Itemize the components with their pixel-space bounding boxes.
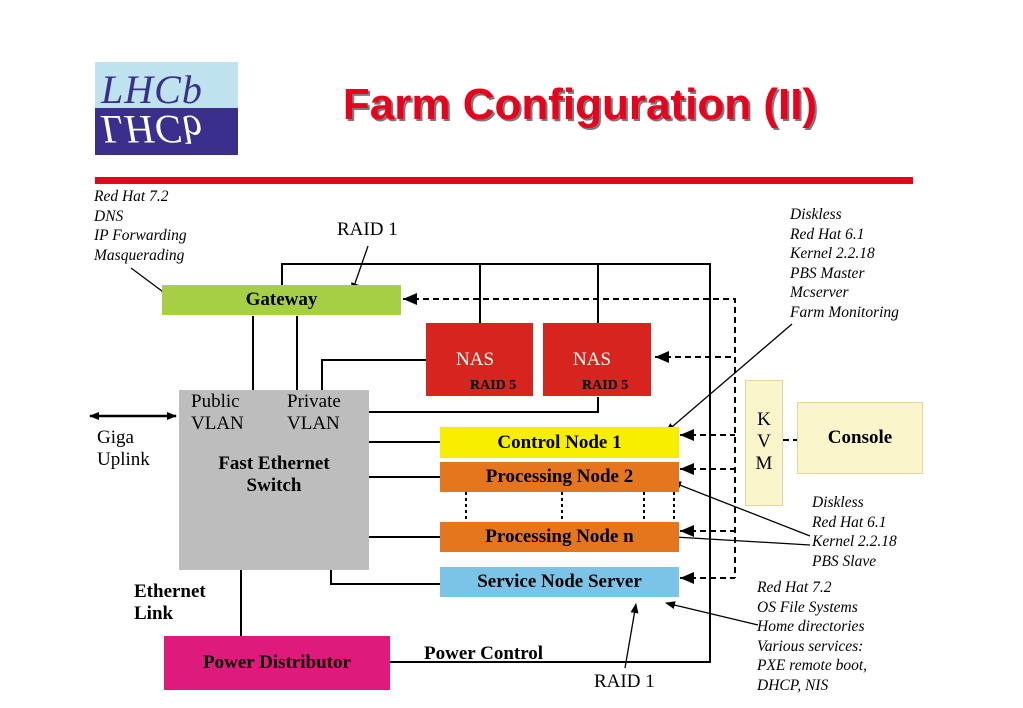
service-node-box: Service Node Server (440, 567, 679, 597)
gateway-box: Gateway (162, 285, 401, 315)
nas-2-raid-label: RAID 5 (582, 378, 629, 393)
switch-name-label: Fast Ethernet Switch (218, 453, 330, 496)
control-node-box: Control Node 1 (440, 427, 679, 458)
giga-uplink-label: Giga Uplink (97, 427, 150, 470)
private-vlan-label: Private VLAN (287, 391, 341, 434)
power-control-label: Power Control (424, 643, 544, 664)
nas-box-2: NAS RAID 5 (543, 323, 651, 396)
title-divider (95, 177, 913, 184)
page-title: Farm Configuration (II) (342, 80, 818, 129)
logo-text: LHCb (101, 67, 203, 112)
service-node-label: Service Node Server (477, 571, 642, 592)
kvm-box: K V M (745, 380, 783, 506)
ethernet-link-label: Ethernet Link (134, 581, 206, 624)
logo-bottom-band (95, 108, 238, 155)
lhcb-logo: LHCb LHCb (95, 62, 238, 155)
console-box: Console (797, 402, 923, 474)
nas-1-raid-label: RAID 5 (470, 378, 517, 393)
processing-node-n-box: Processing Node n (440, 522, 679, 552)
control-node-os-note: Diskless Red Hat 6.1 Kernel 2.2.18 PBS M… (790, 206, 899, 321)
gateway-os-note: Red Hat 7.2 DNS IP Forwarding Masqueradi… (94, 188, 187, 264)
power-distributor-box: Power Distributor (164, 636, 390, 690)
ethernet-switch: Public VLAN Private VLAN Fast Ethernet S… (179, 390, 369, 570)
raid1-top-label: RAID 1 (337, 219, 398, 240)
processing-node-os-note: Diskless Red Hat 6.1 Kernel 2.2.18 PBS S… (812, 494, 897, 570)
kvm-label: K V M (755, 409, 773, 474)
public-vlan-label: Public VLAN (191, 391, 244, 434)
gateway-label: Gateway (245, 289, 318, 310)
console-label: Console (827, 427, 893, 448)
nas-2-label: NAS (573, 349, 612, 370)
nas-box-1: NAS RAID 5 (426, 323, 533, 396)
service-node-os-note: Red Hat 7.2 OS File Systems Home directo… (757, 579, 868, 694)
processing-node-2-box: Processing Node 2 (440, 462, 679, 492)
processing-node-2-label: Processing Node 2 (485, 466, 634, 487)
power-distributor-label: Power Distributor (203, 652, 351, 673)
processing-node-n-label: Processing Node n (485, 526, 634, 547)
logo-top-band (95, 62, 238, 108)
raid1-bottom-label: RAID 1 (594, 671, 655, 692)
control-node-label: Control Node 1 (497, 431, 622, 453)
nas-1-label: NAS (456, 349, 495, 370)
